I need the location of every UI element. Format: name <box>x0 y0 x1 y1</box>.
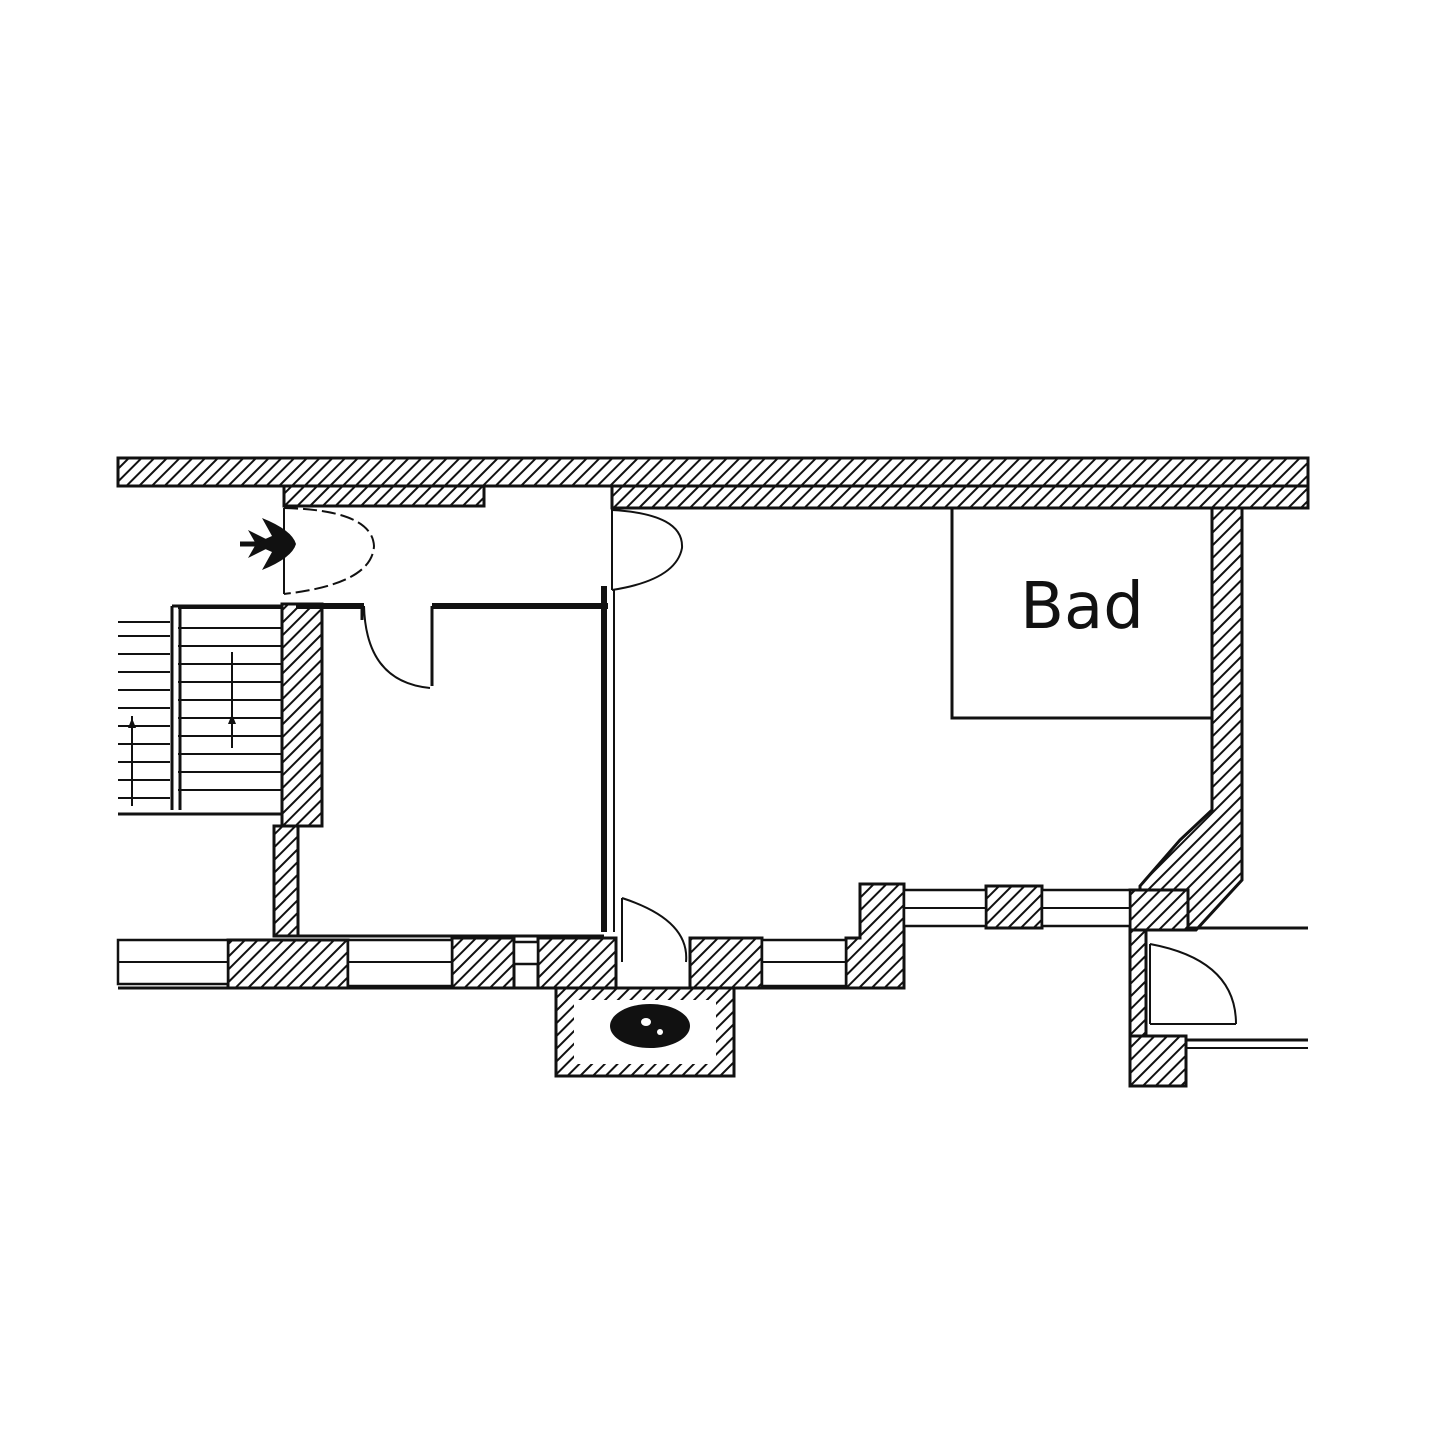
windows <box>116 888 1132 988</box>
top-wall <box>116 456 1310 510</box>
chimney-icon <box>554 986 736 1078</box>
entrance-arrow-icon <box>240 518 296 570</box>
staircase <box>118 604 282 816</box>
stair-wall <box>272 602 324 938</box>
room-label-bath: Bad <box>1020 570 1144 644</box>
partitions <box>118 586 904 990</box>
bathroom: Bad <box>950 506 1214 720</box>
annex <box>1128 926 1308 1088</box>
